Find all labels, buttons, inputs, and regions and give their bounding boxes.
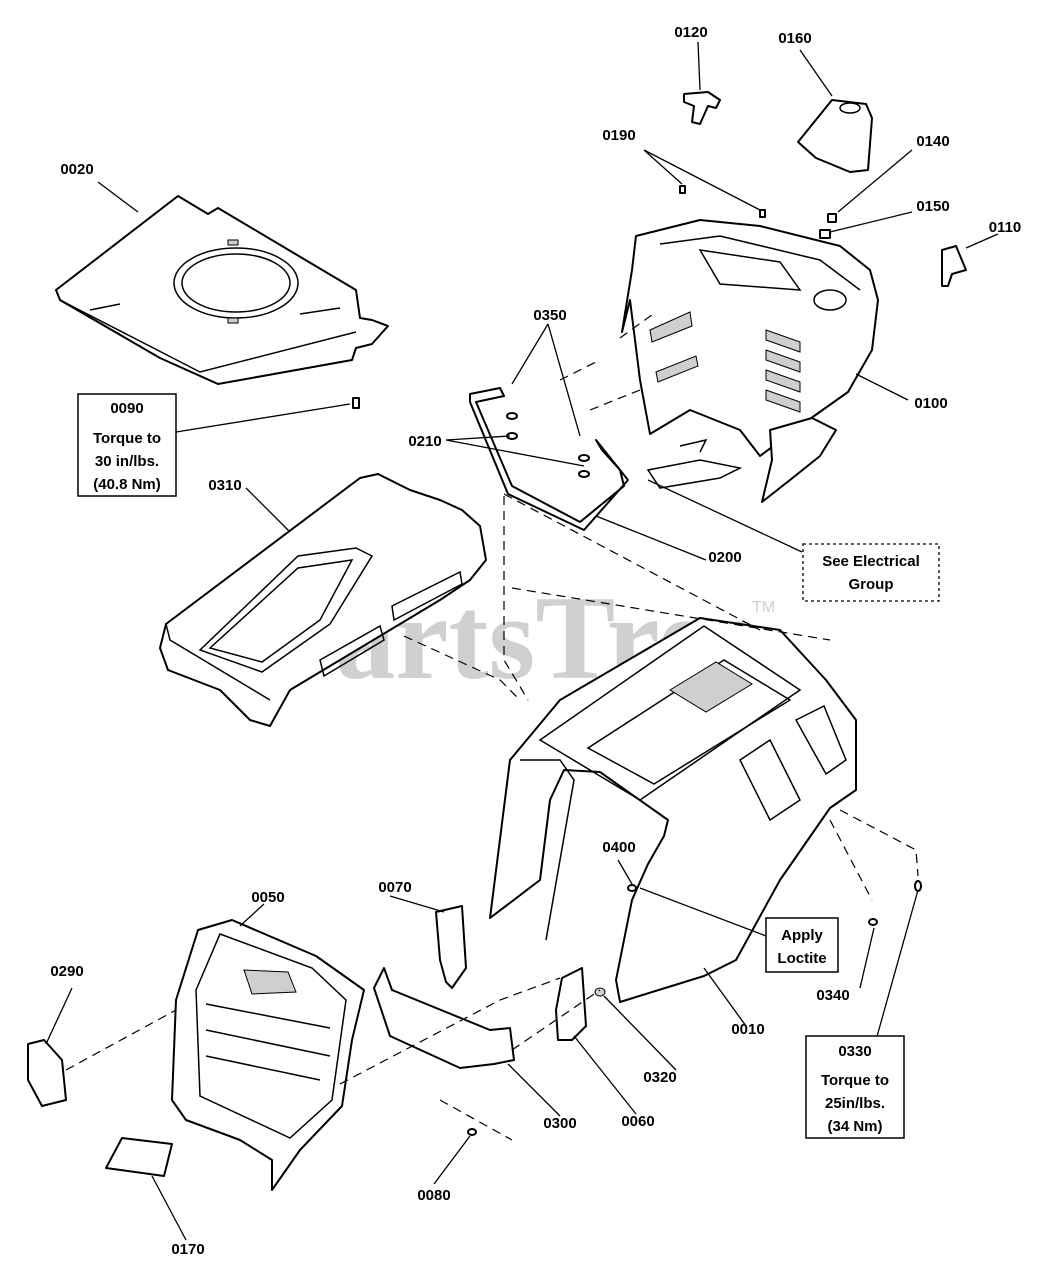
callout-0170: 0170 (171, 1241, 204, 1258)
callout-0010: 0010 (731, 1021, 764, 1038)
part-0310-hood (159, 473, 487, 727)
callout-0050: 0050 (251, 889, 284, 906)
callout-0300: 0300 (543, 1115, 576, 1132)
note-0090-line2: 30 in/lbs. (95, 453, 159, 470)
part-0400-screw (627, 884, 637, 892)
part-0070-bracket (435, 905, 467, 989)
note-see-electrical-line1: See Electrical (822, 553, 920, 570)
note-0330-line3: (34 Nm) (827, 1118, 882, 1135)
part-0340-screw (868, 918, 878, 926)
callout-0110: 0110 (989, 219, 1022, 236)
note-0330-line2: 25in/lbs. (825, 1095, 885, 1112)
part-0100-dash-tower (621, 219, 879, 503)
callout-0400: 0400 (602, 839, 635, 856)
callout-0070: 0070 (378, 879, 411, 896)
note-see-electrical-line2: Group (849, 576, 894, 593)
callout-0340: 0340 (816, 987, 849, 1004)
part-0320-nut (594, 987, 606, 997)
note-0090-line1: Torque to (93, 430, 161, 447)
part-0120-switch (683, 91, 721, 125)
callout-0310: 0310 (208, 477, 241, 494)
part-0080-clip (467, 1128, 477, 1136)
note-0330-torque: 0330 Torque to 25in/lbs. (34 Nm) (805, 1035, 905, 1139)
callout-0160: 0160 (778, 30, 811, 47)
wire-harness (646, 438, 743, 489)
note-see-electrical-group: See Electrical Group (802, 543, 940, 602)
callout-0100: 0100 (914, 395, 947, 412)
callout-0020: 0020 (60, 161, 93, 178)
screws-0190 (679, 185, 766, 218)
part-0290-lens (27, 1039, 67, 1107)
watermark-trademark: TM (752, 599, 775, 616)
assembly-lines (65, 311, 919, 1141)
callout-0350: 0350 (533, 307, 566, 324)
callout-0210: 0210 (408, 433, 441, 450)
note-0090-torque: 0090 Torque to 30 in/lbs. (40.8 Nm) (77, 393, 177, 497)
part-0010-hood-shroud (489, 617, 857, 1003)
part-0020-dash-panel (55, 195, 389, 385)
callout-0200: 0200 (708, 549, 741, 566)
note-0090-line3: (40.8 Nm) (93, 476, 161, 493)
callout-0320: 0320 (643, 1069, 676, 1086)
part-0050-grille (171, 919, 365, 1191)
part-0110-latch (941, 245, 967, 287)
callout-0060: 0060 (621, 1113, 654, 1130)
part-0170-lens (105, 1137, 173, 1177)
note-0330-line1: Torque to (821, 1072, 889, 1089)
part-0160-knob (797, 99, 873, 173)
note-apply-loctite-line2: Loctite (777, 950, 826, 967)
note-apply-loctite-line1: Apply (781, 927, 823, 944)
part-0300-bumper (373, 967, 515, 1069)
callout-0150: 0150 (916, 198, 949, 215)
note-apply-loctite: Apply Loctite (765, 917, 839, 973)
callout-0190: 0190 (602, 127, 635, 144)
screw-0090 (352, 397, 360, 409)
note-0330-part: 0330 (838, 1043, 871, 1060)
callout-0120: 0120 (674, 24, 707, 41)
callout-0140: 0140 (916, 133, 949, 150)
part-0140-0150-hardware (819, 213, 837, 239)
note-0090-part: 0090 (110, 400, 143, 417)
part-0200-bracket (469, 387, 629, 531)
part-0330-screw (914, 880, 922, 892)
leader-lines (45, 41, 999, 1241)
callout-0080: 0080 (417, 1187, 450, 1204)
part-0060-bracket (555, 967, 587, 1041)
callout-0290: 0290 (50, 963, 83, 980)
